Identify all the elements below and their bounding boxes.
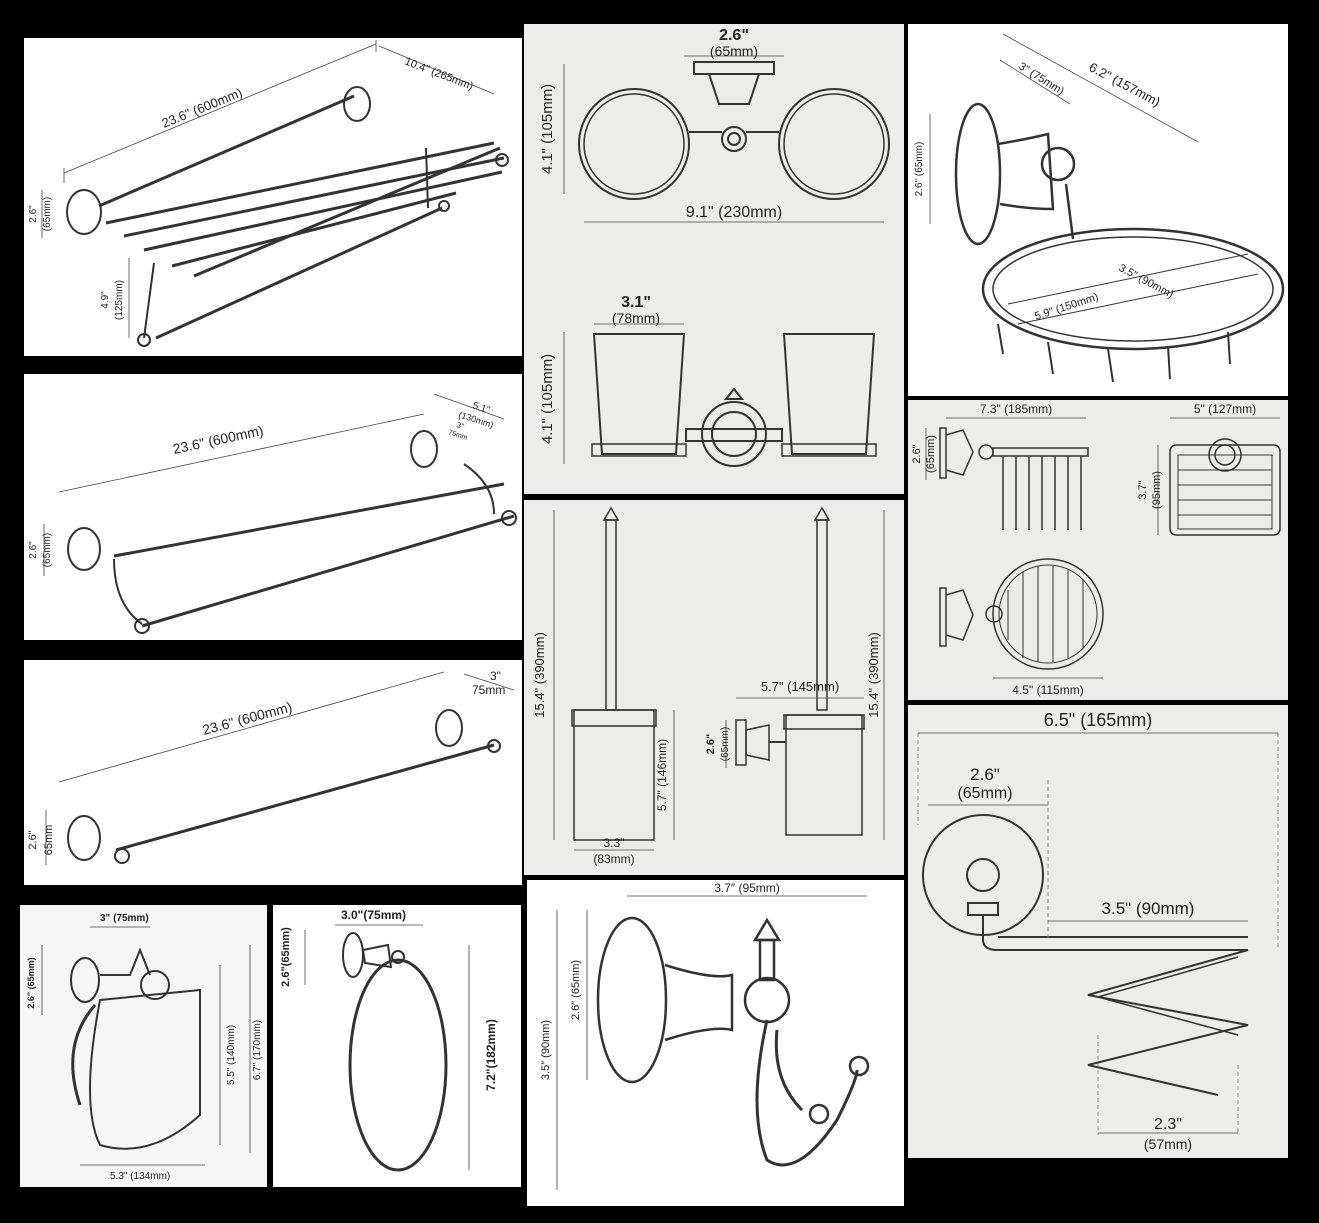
robe-hook-panel: 3.7″ (95mm) 2.6″ (65mm) 3.5″ (90mm) — [527, 880, 904, 1206]
brush-height-left-label: 15.4" (390mm) — [532, 632, 547, 718]
towel-rack-panel: 23.6" (600mm) 10.4" (265mm) 2.6" (65mm) … — [24, 38, 522, 356]
towel-ring-drawing: 3.0"(75mm) 2.6"(65mm) 7.2"(182mm) — [280, 908, 498, 1172]
brush-projection-label: 5.7" (145mm) — [761, 679, 839, 694]
single-bar-illustration — [67, 709, 501, 864]
double-bar-illustration — [67, 430, 517, 634]
paper-holder-illustration — [70, 947, 201, 1150]
paper-holder-base-height-label: 2.6" (65mm) — [26, 957, 36, 1008]
towel-ring-base-height-label: 2.6"(65mm) — [280, 927, 292, 987]
brush-cup-height-label: 5.7" (146mm) — [655, 739, 669, 811]
double-bar-depth-label: 5.1" — [471, 400, 491, 416]
towel-ring-width-label: 3.0"(75mm) — [341, 908, 406, 922]
towel-rack-length-label: 23.6" (600mm) — [160, 85, 245, 131]
soap-dish-drawing: 6.2" (157mm) 3" (75mm) 2.6" (65mm) 3.5" … — [914, 33, 1285, 383]
basket-illustration — [939, 427, 1281, 670]
paper-holder-drawing: 3" (75mm) 2.6" (65mm) 5.5" (140mm) 6.7" … — [26, 913, 263, 1182]
tumbler-top-view — [578, 61, 890, 200]
double-bar-base-height-label: 2.6" — [28, 541, 39, 559]
tumbler-holder-panel: 2.6" (65mm) 4.1" (105mm) 9.1" (230mm) 3.… — [524, 24, 904, 494]
hook-width-label: 3.7″ (95mm) — [714, 881, 780, 895]
basket-width-label: 7.3" (185mm) — [980, 402, 1052, 416]
double-bar-drawing: 23.6" (600mm) 5.1" (130mm) 3" 75mm 2.6" … — [28, 393, 517, 634]
soap-dish-panel: 6.2" (157mm) 3" (75mm) 2.6" (65mm) 3.5" … — [908, 24, 1288, 396]
paper-holder-total-height-label: 6.7" (170mm) — [252, 1020, 263, 1080]
hook-total-height-label: 3.5″ (90mm) — [540, 1020, 552, 1080]
tumbler-cup-width-label: 3.1" — [621, 294, 651, 311]
towel-ring-panel: 3.0"(75mm) 2.6"(65mm) 7.2"(182mm) — [273, 905, 521, 1187]
toilet-brush-drawing: 15.4" (390mm) 15.4" (390mm) 5.7" (146mm)… — [532, 506, 885, 866]
single-bar-length-label: 23.6" (600mm) — [201, 699, 294, 738]
brush-height-right-label: 15.4" (390mm) — [866, 632, 881, 718]
dryer-holder-base-width-label: 2.6" — [970, 765, 1000, 784]
double-bar-inner-depth-label: 3" — [455, 420, 465, 431]
tumbler-holder-drawing: 2.6" (65mm) 4.1" (105mm) 9.1" (230mm) 3.… — [539, 27, 890, 467]
dryer-holder-total-width-label: 6.5" (165mm) — [1044, 710, 1152, 730]
towel-rack-base-height-label: 2.6" — [28, 205, 39, 223]
basket-base-height-label: 2.6" — [911, 444, 923, 463]
basket-base-height-mm-label: (65mm) — [925, 435, 937, 473]
single-bar-depth-label: 3" — [490, 669, 501, 683]
basket-front-height-label: 3.7" — [1137, 480, 1149, 499]
double-bar-inner-depth-mm-label: 75mm — [447, 429, 468, 442]
towel-ring-total-height-label: 7.2"(182mm) — [484, 1019, 498, 1091]
brush-cup-width-mm-label: (83mm) — [593, 852, 634, 866]
hair-dryer-holder-illustration — [922, 814, 1249, 1096]
dryer-holder-bottom-width-label: 2.3" — [1154, 1116, 1182, 1133]
dryer-holder-bottom-width-mm-label: (57mm) — [1144, 1136, 1192, 1152]
tumbler-front-view — [591, 333, 877, 467]
basket-round-width-label: 4.5" (115mm) — [1012, 683, 1083, 697]
paper-holder-bottom-width-label: 5.3" (134mm) — [110, 1171, 170, 1182]
single-bar-base-height-label: 2.6" — [27, 830, 39, 849]
brush-base-height-label: 2.6" — [705, 734, 717, 755]
paper-holder-width-label: 3" (75mm) — [100, 913, 149, 924]
towel-ring-illustration — [342, 932, 448, 1172]
towel-rack-shelf-drop-mm-label: (125mm) — [114, 280, 125, 320]
double-bar-length-label: 23.6" (600mm) — [171, 422, 264, 457]
paper-holder-panel: 3" (75mm) 2.6" (65mm) 5.5" (140mm) 6.7" … — [20, 905, 267, 1187]
brush-base-height-mm-label: (65mm) — [720, 727, 731, 761]
basket-front-width-label: 5" (127mm) — [1194, 402, 1256, 416]
toilet-brush-panel: 15.4" (390mm) 15.4" (390mm) 5.7" (146mm)… — [524, 500, 904, 875]
tumbler-top-height-label: 4.1" (105mm) — [539, 84, 556, 174]
single-bar-drawing: 23.6" (600mm) 3" 75mm 2.6" 65mm — [27, 669, 515, 865]
basket-front-height-mm-label: (95mm) — [1151, 471, 1163, 509]
soap-dish-length-inner-label: 5.9" (150mm) — [1033, 291, 1100, 323]
tumbler-base-width-label: 2.6" — [719, 27, 749, 44]
paper-holder-inner-height-label: 5.5" (140mm) — [226, 1025, 237, 1085]
towel-rack-illustration — [66, 86, 509, 347]
dryer-holder-base-width-mm-label: (65mm) — [957, 785, 1012, 802]
dryer-holder-spiral-width-label: 3.5" (90mm) — [1102, 899, 1195, 918]
robe-hook-drawing: 3.7″ (95mm) 2.6″ (65mm) 3.5″ (90mm) — [540, 881, 870, 1190]
tumbler-total-width-label: 9.1" (230mm) — [686, 204, 782, 221]
brush-cup-width-label: 3.3" — [604, 836, 625, 850]
single-bar-panel: 23.6" (600mm) 3" 75mm 2.6" 65mm — [24, 660, 522, 885]
double-bar-base-height-mm-label: (65mm) — [42, 533, 53, 567]
basket-panel: 7.3" (185mm) 2.6" (65mm) 5" (127mm) 3.7"… — [908, 400, 1288, 700]
soap-dish-base-height-label: 2.6" (65mm) — [914, 142, 925, 197]
tumbler-base-width-mm-label: (65mm) — [710, 43, 758, 59]
soap-dish-length-label: 6.2" (157mm) — [1087, 59, 1163, 109]
soap-dish-illustration — [954, 102, 1285, 383]
towel-rack-base-height-mm-label: (65mm) — [42, 197, 53, 231]
double-bar-panel: 23.6" (600mm) 5.1" (130mm) 3" 75mm 2.6" … — [24, 374, 522, 640]
towel-rack-drawing: 23.6" (600mm) 10.4" (265mm) 2.6" (65mm) … — [28, 40, 509, 347]
robe-hook-illustration — [596, 916, 870, 1167]
hair-dryer-holder-panel: 6.5" (165mm) 2.6" (65mm) 3.5" (90mm) 2.3… — [908, 705, 1288, 1158]
soap-dish-width-label: 3.5" (90mm) — [1117, 262, 1176, 301]
hook-base-height-label: 2.6″ (65mm) — [570, 960, 582, 1020]
towel-rack-depth-label: 10.4" (265mm) — [403, 56, 475, 93]
single-bar-base-height-mm-label: 65mm — [43, 825, 55, 856]
towel-rack-shelf-drop-label: 4.9" — [100, 291, 111, 309]
hair-dryer-holder-drawing: 6.5" (165mm) 2.6" (65mm) 3.5" (90mm) 2.3… — [917, 710, 1279, 1152]
tumbler-front-height-label: 4.1" (105mm) — [539, 354, 556, 444]
tumbler-cup-width-mm-label: (78mm) — [612, 310, 660, 326]
single-bar-depth-mm-label: 75mm — [472, 683, 505, 697]
soap-dish-projection-label: 3" (75mm) — [1016, 60, 1066, 97]
basket-drawing: 7.3" (185mm) 2.6" (65mm) 5" (127mm) 3.7"… — [911, 402, 1281, 697]
toilet-brush-illustration — [571, 506, 865, 841]
